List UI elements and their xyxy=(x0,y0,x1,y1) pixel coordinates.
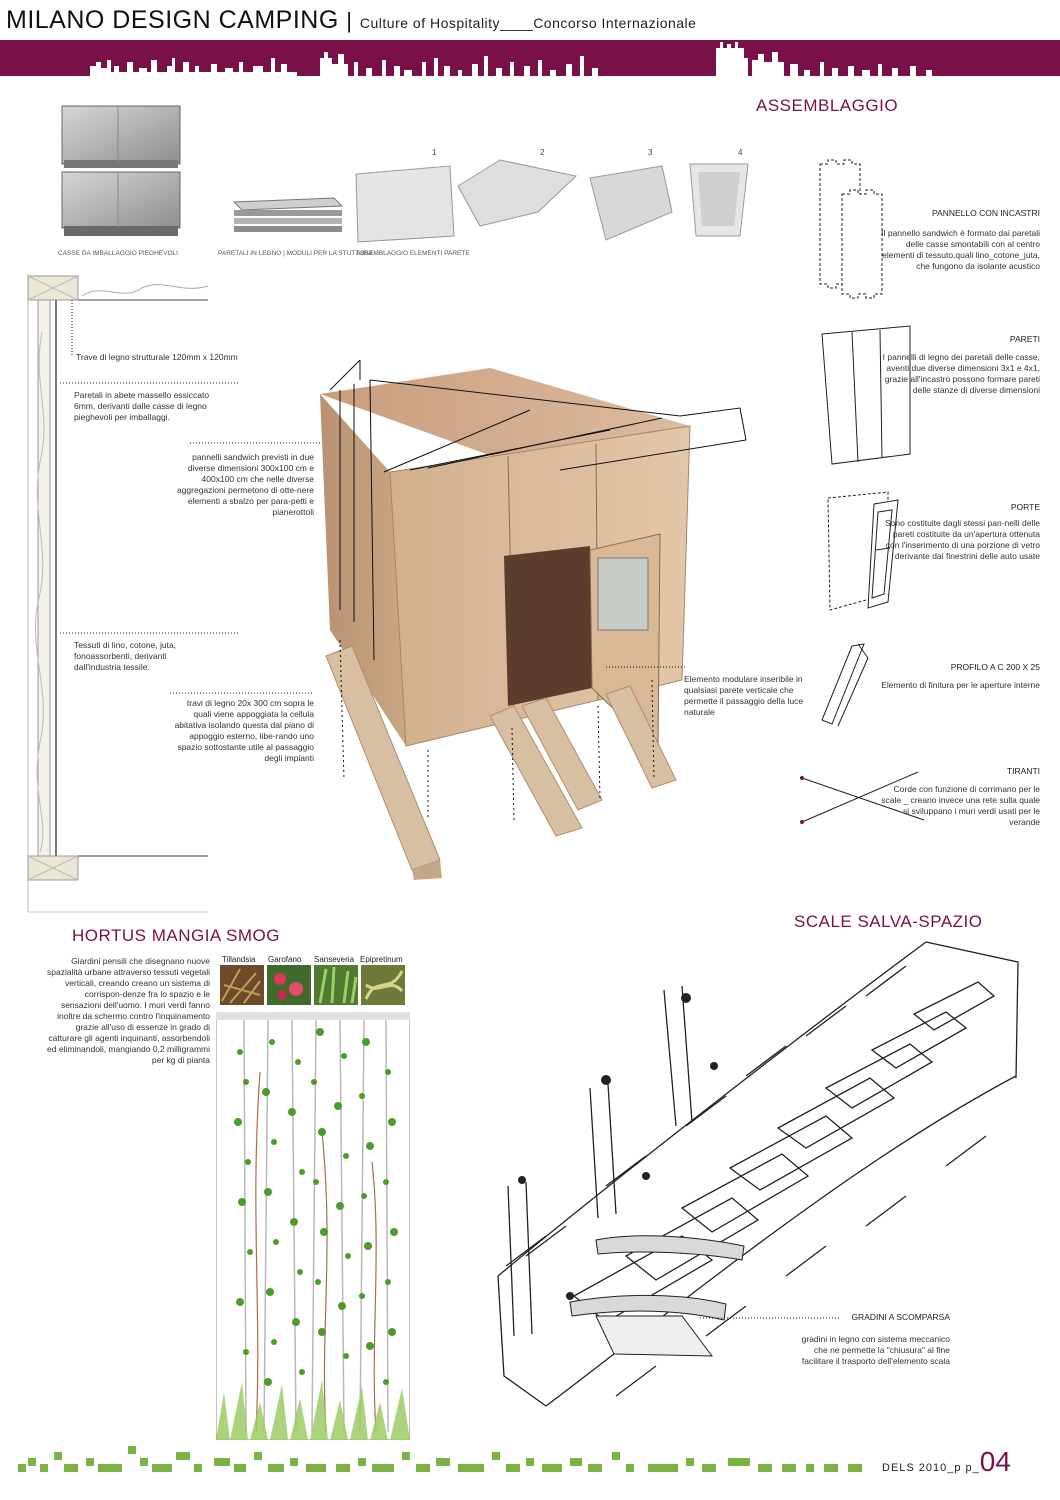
plant-label-garofano: Garofano xyxy=(268,955,302,964)
step-number-1: 1 xyxy=(432,148,437,157)
note-elemento: Elemento modulare inseribile in qualsias… xyxy=(684,674,804,717)
right-title-profilo: PROFILO A C 200 X 25 xyxy=(950,662,1040,672)
cube-illustration xyxy=(320,360,747,880)
pareti-drawing xyxy=(821,325,911,465)
note-tessuti: Tessuti di lino, cotone, juta, fonoassor… xyxy=(74,640,177,672)
crate-photo xyxy=(61,105,181,236)
right-text-tiranti: Corde con funzione di corrimano per le s… xyxy=(881,784,1040,827)
plant-label-tillandsia: Tillandsia xyxy=(222,955,256,964)
right-text-porte: Sono costituite dagli stessi pan-nelli d… xyxy=(885,518,1040,561)
elemento-leader xyxy=(606,666,686,668)
step-number-2: 2 xyxy=(540,148,545,157)
section-title-scale: SCALE SALVA-SPAZIO xyxy=(794,912,983,931)
gradini-leader xyxy=(700,1317,840,1319)
note-pannelli: pannelli sandwich previsti in due divers… xyxy=(176,452,314,517)
plant-label-epipretinum: Epipretinum xyxy=(360,955,403,964)
footer-label-block: DELS 2010_p p_04 xyxy=(882,1446,1011,1478)
pallet-photo xyxy=(232,197,344,232)
pannello-incastri-drawing xyxy=(819,159,883,299)
hortus-text: Giardini pensili che disegnano nuove spa… xyxy=(46,956,210,1065)
section-title-hortus: HORTUS MANGIA SMOG xyxy=(72,926,280,945)
tiranti-drawing xyxy=(800,771,925,824)
step-number-4: 4 xyxy=(738,148,743,157)
subtitle-text: Culture of Hospitality____Concorso Inter… xyxy=(359,15,697,31)
right-title-porte: PORTE xyxy=(1010,502,1040,512)
caption-assemblaggio: ASSEMBLAGGIO ELEMENTI PARETE xyxy=(356,250,470,257)
staircase-sketch xyxy=(497,941,1019,1407)
right-title-tiranti: TIRANTI xyxy=(1006,766,1040,776)
right-text-profilo: Elemento di finitura per le aperture int… xyxy=(881,680,1040,690)
profilo-drawing xyxy=(821,643,869,727)
footer-label: DELS 2010_p p_ xyxy=(882,1462,980,1474)
skyline-banner xyxy=(0,40,1060,76)
footer-pixel-decoration xyxy=(18,1446,862,1472)
scale-title-gradini: GRADINI A SCOMPARSA xyxy=(851,1312,950,1322)
right-text-pareti: I pannelli di legno dei paretali delle c… xyxy=(882,352,1040,395)
note-trave: Trave di legno strutturale 120mm x 120mm xyxy=(76,352,238,362)
porte-drawing xyxy=(827,491,899,611)
scale-text-gradini: gradini in legno con sistema meccanico c… xyxy=(801,1334,950,1366)
step-number-3: 3 xyxy=(648,148,653,157)
note-paretali: Paretali in abete massello essiccato 6mm… xyxy=(74,390,210,422)
wall-section-drawing xyxy=(27,274,209,913)
plant-label-sanseveria: Sanseveria xyxy=(314,955,355,964)
right-title-pannello: PANNELLO CON INCASTRI xyxy=(931,208,1040,218)
left-leader-lines xyxy=(60,300,320,694)
section-title-assemblaggio: ASSEMBLAGGIO xyxy=(756,96,899,115)
title-divider: | xyxy=(346,8,353,33)
green-wall-illustration xyxy=(216,1012,410,1440)
right-text-pannello: Il pannello sandwich è formato dai paret… xyxy=(881,228,1040,271)
assembly-steps-photos xyxy=(355,159,749,243)
page-number: 04 xyxy=(979,1446,1011,1477)
title-text: MILANO DESIGN CAMPING xyxy=(6,6,339,34)
caption-paretali: PARETALI IN LEGNO | moduli per la stuttu… xyxy=(218,250,373,257)
plant-photos xyxy=(220,965,405,1005)
note-travi: travi di legno 20x 300 cm sopra le quali… xyxy=(174,698,314,763)
caption-casse: CASSE DA IMBALLAGGIO PIEGHEVOLI xyxy=(58,250,178,257)
page-title: MILANO DESIGN CAMPING | Culture of Hospi… xyxy=(6,6,696,35)
right-title-pareti: PARETI xyxy=(1009,334,1040,344)
